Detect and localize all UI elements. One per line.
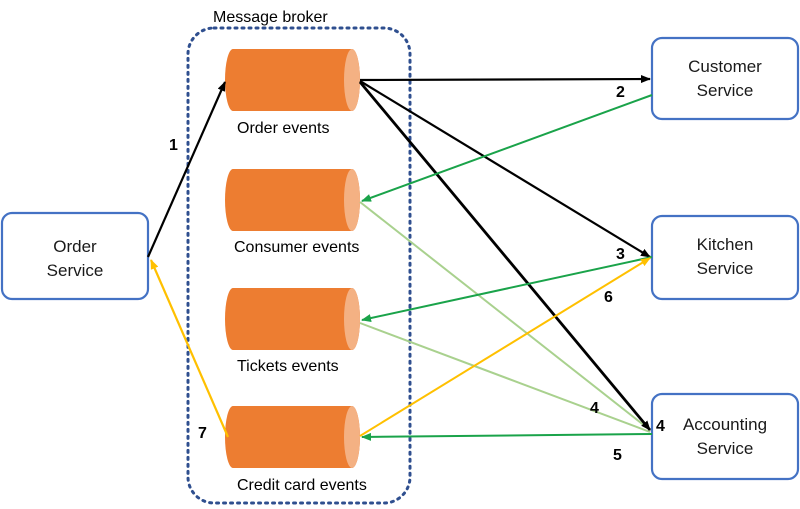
credit-card-events-channel[interactable] — [225, 406, 360, 468]
customer-service-box[interactable]: Customer Service — [650, 36, 800, 121]
order-events-channel[interactable] — [225, 49, 360, 111]
accounting-service-label-line2: Service — [697, 439, 754, 458]
arrow-order-events-to-accounting — [358, 81, 652, 431]
kitchen-service-label-line1: Kitchen — [697, 235, 754, 254]
step-6-label: 6 — [604, 289, 613, 306]
consumer-events-channel[interactable] — [225, 169, 360, 231]
kitchen-service-label-line2: Service — [697, 259, 754, 278]
arrow-order-events-to-kitchen — [359, 80, 651, 258]
step-3-label: 3 — [616, 246, 625, 263]
kitchen-service-box[interactable]: Kitchen Service — [650, 214, 800, 301]
customer-service-label-line1: Customer — [688, 57, 762, 76]
step-2-label: 2 — [616, 84, 625, 101]
step-1-label: 1 — [169, 137, 178, 154]
arrow-customer-to-consumer-events — [361, 94, 653, 202]
consumer-events-label: Consumer events — [234, 239, 359, 256]
tickets-events-channel[interactable] — [225, 288, 360, 350]
order-service-label-line2: Service — [47, 261, 104, 280]
order-service-box[interactable]: Order Service — [0, 211, 150, 301]
consumer-events-to-accounting-line — [359, 201, 651, 431]
message-broker-boundary — [186, 26, 412, 505]
step-4-label-box: 4 — [656, 418, 665, 435]
order-events-label: Order events — [237, 120, 329, 137]
arrow-order-service-to-order-events — [146, 81, 227, 258]
arrow-credit-card-events-to-kitchen — [359, 257, 651, 437]
order-service-label-line1: Order — [53, 237, 97, 256]
tickets-events-label: Tickets events — [237, 358, 339, 375]
credit-card-events-label: Credit card events — [237, 477, 367, 494]
arrow-credit-card-events-to-order-service — [149, 259, 230, 438]
arrow-order-events-to-customer — [359, 75, 651, 84]
message-broker-label: Message broker — [213, 9, 328, 26]
step-7-label: 7 — [198, 425, 207, 442]
step-5-label: 5 — [613, 447, 622, 464]
accounting-service-label-line1: Accounting — [683, 415, 767, 434]
accounting-service-box[interactable]: Accounting Service — [650, 392, 800, 481]
arrow-kitchen-to-tickets-events — [361, 256, 653, 322]
step-4-label-line: 4 — [590, 400, 599, 417]
tickets-events-to-accounting-line — [359, 322, 651, 433]
customer-service-label-line2: Service — [697, 81, 754, 100]
arrow-accounting-to-credit-card-events — [361, 432, 653, 441]
